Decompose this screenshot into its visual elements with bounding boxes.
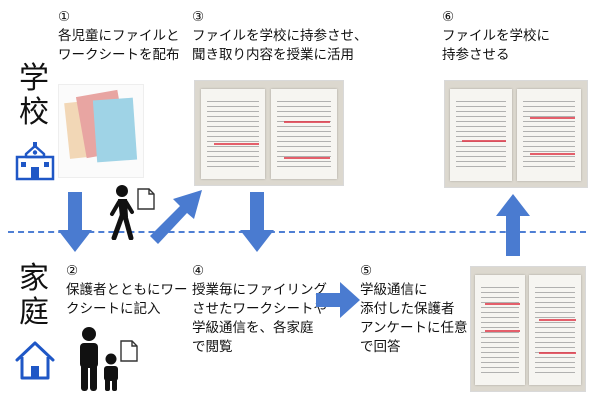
step-1-line-2: ワークシートを配布 — [58, 47, 180, 63]
step-5-number: ⑤ — [360, 263, 373, 279]
step-6-line-2: 持参させる — [442, 47, 510, 63]
step-1-number: ① — [58, 9, 71, 25]
step-6-text: ⑥ ファイルを学校に 持参させる — [442, 8, 550, 65]
step-4-line-3: 学級通信を、各家庭 — [192, 320, 314, 336]
step-4-line-4: で閲覧 — [192, 339, 233, 355]
house-icon — [14, 338, 56, 386]
walking-person-icon — [106, 184, 138, 244]
step-4-line-1: 授業毎にファイリング — [192, 282, 327, 298]
arrow-right-step-4-to-5 — [316, 282, 360, 318]
document-icon — [137, 188, 155, 214]
home-label-char-2: 庭 — [19, 295, 49, 330]
step-2-line-2: クシートに記入 — [66, 301, 161, 317]
school-label-char-2: 校 — [19, 95, 49, 130]
step-5-line-3: アンケートに任意 — [360, 320, 468, 336]
home-row-label: 家 庭 — [14, 262, 54, 330]
home-document-icon — [120, 340, 138, 366]
step-3-line-2: 聞き取り内容を授業に活用 — [192, 47, 354, 63]
step-4-number: ④ — [192, 263, 205, 279]
folders-photo — [58, 84, 144, 178]
arrow-down-step-3-to-4 — [240, 192, 274, 252]
step-3-text: ③ ファイルを学校に持参させ、 聞き取り内容を授業に活用 — [192, 8, 368, 65]
arrow-up-step-5-to-6 — [496, 194, 530, 256]
step-5-line-1: 学級通信に — [360, 282, 428, 298]
step-1-line-1: 各児童にファイルと — [58, 28, 180, 44]
home-label-char-1: 家 — [19, 261, 49, 296]
step-3-number: ③ — [192, 9, 205, 25]
open-file-photo-step-6 — [444, 80, 588, 188]
school-building-icon — [14, 140, 56, 186]
step-2-line-1: 保護者とともにワー — [66, 282, 188, 298]
step-4-text: ④ 授業毎にファイリング させたワークシートや 学級通信を、各家庭 で閲覧 — [192, 262, 327, 357]
step-5-line-2: 添付した保護者 — [360, 301, 455, 317]
newsletter-survey-photo — [470, 266, 586, 392]
step-4-line-2: させたワークシートや — [192, 301, 327, 317]
step-2-number: ② — [66, 263, 79, 279]
parent-and-child-icon — [74, 326, 124, 396]
arrow-down-step-1-to-2 — [58, 192, 92, 252]
step-1-text: ① 各児童にファイルと ワークシートを配布 — [58, 8, 180, 65]
open-file-photo-step-3 — [194, 80, 344, 186]
arrow-up-right-step-2-to-3 — [150, 186, 206, 246]
step-6-line-1: ファイルを学校に — [442, 28, 550, 44]
step-5-text: ⑤ 学級通信に 添付した保護者 アンケートに任意 で回答 — [360, 262, 467, 357]
step-3-line-1: ファイルを学校に持参させ、 — [192, 28, 368, 44]
school-home-divider — [8, 231, 586, 233]
school-label-char-1: 学 — [19, 61, 49, 96]
step-6-number: ⑥ — [442, 9, 455, 25]
step-5-line-4: で回答 — [360, 339, 401, 355]
step-2-text: ② 保護者とともにワー クシートに記入 — [66, 262, 188, 319]
school-row-label: 学 校 — [14, 62, 54, 130]
